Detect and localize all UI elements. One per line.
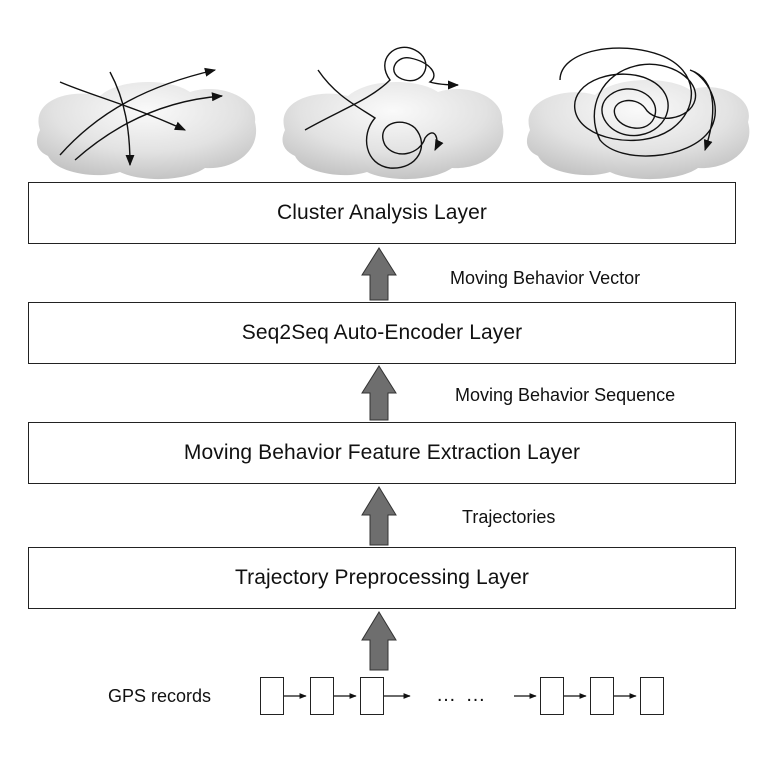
layer-trajectory-preprocessing: Trajectory Preprocessing Layer: [28, 547, 736, 609]
cluster-cloud-crossing-lines-icon: [36, 67, 257, 180]
layer-label: Moving Behavior Feature Extraction Layer: [183, 441, 581, 464]
layer-cluster-analysis: Cluster Analysis Layer: [28, 182, 736, 244]
up-arrow-icon: [361, 486, 397, 546]
up-arrow-icon: [361, 365, 397, 421]
layer-label: Cluster Analysis Layer: [277, 201, 487, 224]
gps-record: [540, 677, 564, 715]
edge-label-sequence: Moving Behavior Sequence: [455, 385, 676, 405]
gps-record: [640, 677, 664, 715]
gps-record: [360, 677, 384, 715]
gps-record: [310, 677, 334, 715]
layer-seq2seq-auto-encoder: Seq2Seq Auto-Encoder Layer: [28, 302, 736, 364]
up-arrow-icon: [361, 247, 397, 301]
edge-label-vector: Moving Behavior Vector: [450, 268, 641, 288]
cluster-cloud-dense-loops-icon: [526, 47, 750, 180]
up-arrow-icon: [361, 611, 397, 671]
gps-ellipsis: … …: [436, 684, 488, 706]
gps-record: [590, 677, 614, 715]
gps-record: [260, 677, 284, 715]
layer-feature-extraction: Moving Behavior Feature Extraction Layer: [28, 422, 736, 484]
layer-label: Trajectory Preprocessing Layer: [234, 566, 529, 589]
edge-label-trajectories: Trajectories: [462, 507, 556, 527]
cluster-cloud-loops-icon: [282, 46, 504, 180]
layer-label: Seq2Seq Auto-Encoder Layer: [241, 321, 523, 344]
gps-records-label: GPS records: [108, 686, 212, 706]
